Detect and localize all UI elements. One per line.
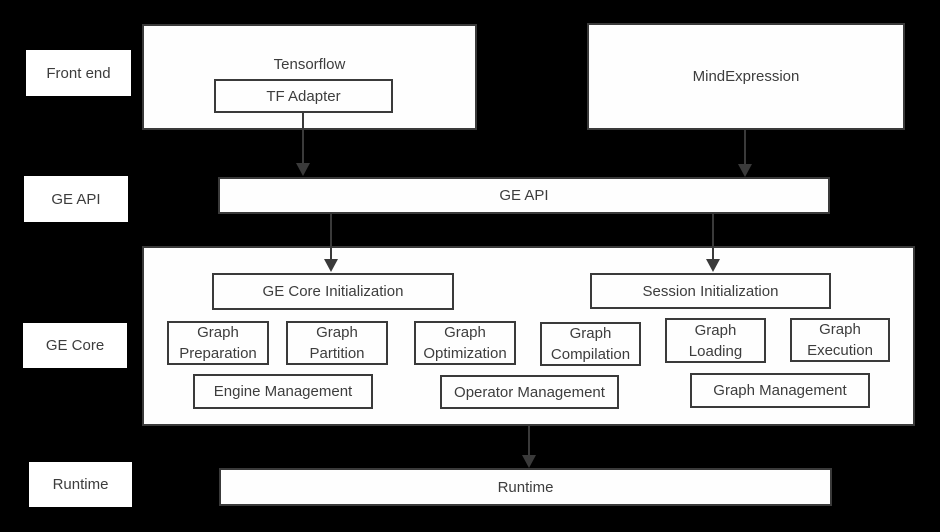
- arrow-tf-adapter-to-ge-api: [296, 113, 310, 176]
- graph-compilation-box: Graph Compilation: [540, 322, 641, 366]
- row-label-front-end-text: Front end: [46, 64, 111, 82]
- graph-execution-box: Graph Execution: [790, 318, 890, 362]
- graph-execution-label: Graph Execution: [807, 321, 873, 359]
- session-initialization-box: Session Initialization: [590, 273, 831, 309]
- graph-loading-box: Graph Loading: [665, 318, 766, 363]
- ge-core-initialization-box: GE Core Initialization: [212, 273, 454, 310]
- graph-preparation-box: Graph Preparation: [167, 321, 269, 365]
- row-label-ge-core-text: GE Core: [45, 337, 105, 354]
- arrow-ge-core-to-runtime: [522, 426, 536, 468]
- mindexpression-box: MindExpression: [587, 23, 905, 130]
- operator-management-label: Operator Management: [454, 383, 605, 401]
- graph-partition-label: Graph Partition: [309, 324, 365, 362]
- tf-adapter-box: TF Adapter: [214, 79, 393, 113]
- operator-management-box: Operator Management: [440, 375, 619, 409]
- graph-partition-box: Graph Partition: [286, 321, 388, 365]
- ge-api-bar: GE API: [218, 177, 830, 214]
- graph-optimization-box: Graph Optimization: [414, 321, 516, 365]
- runtime-bar: Runtime: [219, 468, 832, 506]
- engine-management-label: Engine Management: [213, 383, 353, 400]
- row-label-ge-api: GE API: [24, 176, 128, 222]
- graph-compilation-label: Graph Compilation: [550, 325, 631, 363]
- arrow-ge-api-to-ge-core-initialization: [324, 213, 338, 272]
- graph-management-box: Graph Management: [690, 373, 870, 408]
- row-label-ge-api-text: GE API: [51, 190, 101, 208]
- runtime-bar-label: Runtime: [497, 478, 554, 496]
- mindexpression-label: MindExpression: [692, 68, 800, 85]
- graph-management-label: Graph Management: [713, 382, 847, 399]
- arrow-mindexpression-to-ge-api: [738, 130, 752, 177]
- tf-adapter-label: TF Adapter: [266, 87, 341, 105]
- session-initialization-label: Session Initialization: [642, 282, 779, 300]
- graph-preparation-label: Graph Preparation: [179, 324, 257, 362]
- row-label-front-end: Front end: [26, 50, 131, 96]
- ge-api-bar-label: GE API: [499, 187, 549, 204]
- graph-optimization-label: Graph Optimization: [423, 324, 507, 362]
- row-label-ge-core: GE Core: [23, 323, 127, 368]
- row-label-runtime-text: Runtime: [52, 476, 109, 493]
- engine-management-box: Engine Management: [193, 374, 373, 409]
- row-label-runtime: Runtime: [29, 462, 132, 507]
- arrow-ge-api-to-session-initialization: [706, 213, 720, 272]
- graph-loading-label: Graph Loading: [688, 321, 743, 360]
- tensorflow-label: Tensorflow: [273, 56, 346, 73]
- ge-core-initialization-label: GE Core Initialization: [262, 283, 404, 300]
